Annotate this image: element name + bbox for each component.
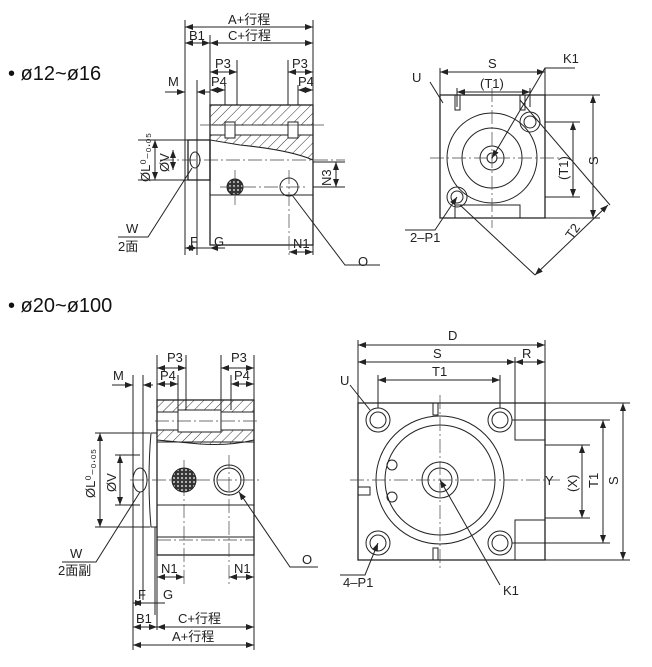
dim-c-stroke: C+行程 [228, 28, 271, 43]
dim-p4-left: P4 [160, 368, 176, 383]
label-w: W [70, 546, 83, 561]
dim-s: S [488, 56, 497, 71]
dim-s-vertical: S [586, 156, 601, 165]
dim-f: F [138, 587, 146, 602]
label-2-p1: 2–P1 [410, 230, 440, 245]
label-k1: K1 [563, 51, 579, 66]
dim-p3-right: P3 [292, 56, 308, 71]
section-title-large: • ø20~ø100 [8, 295, 112, 317]
dim-l: ØL⁰₋₀.₀₅ [138, 133, 153, 182]
label-w-2faces: 2面 [118, 239, 138, 254]
dim-a-stroke: A+行程 [172, 629, 214, 644]
dim-p3-left: P3 [167, 350, 183, 365]
dim-g: G [163, 587, 173, 602]
top-side-view: A+行程 C+行程 B1 M P3 P3 P4 P4 ØL⁰₋₀.₀₅ ØV N… [118, 12, 380, 269]
dim-f: F [190, 234, 198, 249]
section-title-small: • ø12~ø16 [8, 63, 101, 85]
dim-s: S [433, 346, 442, 361]
dim-x: (X) [565, 475, 580, 492]
dim-v: ØV [104, 473, 119, 492]
dim-b1: B1 [189, 28, 205, 43]
top-front-view: U S (T1) K1 (T1) S T2 2–P1 [405, 51, 611, 276]
label-w: W [126, 221, 139, 236]
label-k1: K1 [503, 583, 519, 598]
label-w-2faces-sub: 2面副 [58, 563, 91, 578]
dim-n1-right: N1 [234, 561, 251, 576]
dim-l: ØL⁰₋₀.₀₅ [83, 449, 98, 498]
label-4-p1: 4–P1 [343, 575, 373, 590]
label-u: U [340, 373, 349, 388]
dim-g: G [214, 234, 224, 249]
dim-n1-left: N1 [161, 561, 178, 576]
dim-c-stroke: C+行程 [178, 611, 221, 626]
label-o: O [358, 254, 368, 269]
dim-t1: T1 [432, 364, 447, 379]
dim-p4-right: P4 [234, 368, 250, 383]
dim-t1-vertical: (T1) [556, 156, 571, 180]
dim-p3-left: P3 [215, 56, 231, 71]
label-o: O [302, 552, 312, 567]
dim-v: ØV [157, 153, 172, 172]
dim-n1: N1 [293, 236, 310, 251]
dim-m: M [168, 74, 179, 89]
label-u: U [412, 70, 421, 85]
dim-p3-right: P3 [231, 350, 247, 365]
bottom-front-view: D S R T1 U Y (X) T1 S 4–P1 K1 [340, 328, 630, 598]
axis-y: Y [545, 473, 554, 488]
dim-t2: T2 [562, 221, 583, 242]
dim-t1: (T1) [480, 76, 504, 91]
dim-t1-vertical: T1 [586, 473, 601, 488]
dim-r: R [522, 346, 531, 361]
dim-a-stroke: A+行程 [228, 12, 270, 27]
dim-s-vertical: S [606, 476, 621, 485]
bottom-side-view: P3 P3 P4 P4 M ØL⁰₋₀.₀₅ ØV W 2面副 N1 N1 O … [58, 350, 318, 650]
dim-b1: B1 [136, 611, 152, 626]
dim-m: M [113, 368, 124, 383]
dim-p4-right: P4 [298, 74, 314, 89]
dim-p4-left: P4 [211, 74, 227, 89]
dim-n3: N3 [319, 169, 334, 186]
dim-d: D [448, 328, 457, 343]
